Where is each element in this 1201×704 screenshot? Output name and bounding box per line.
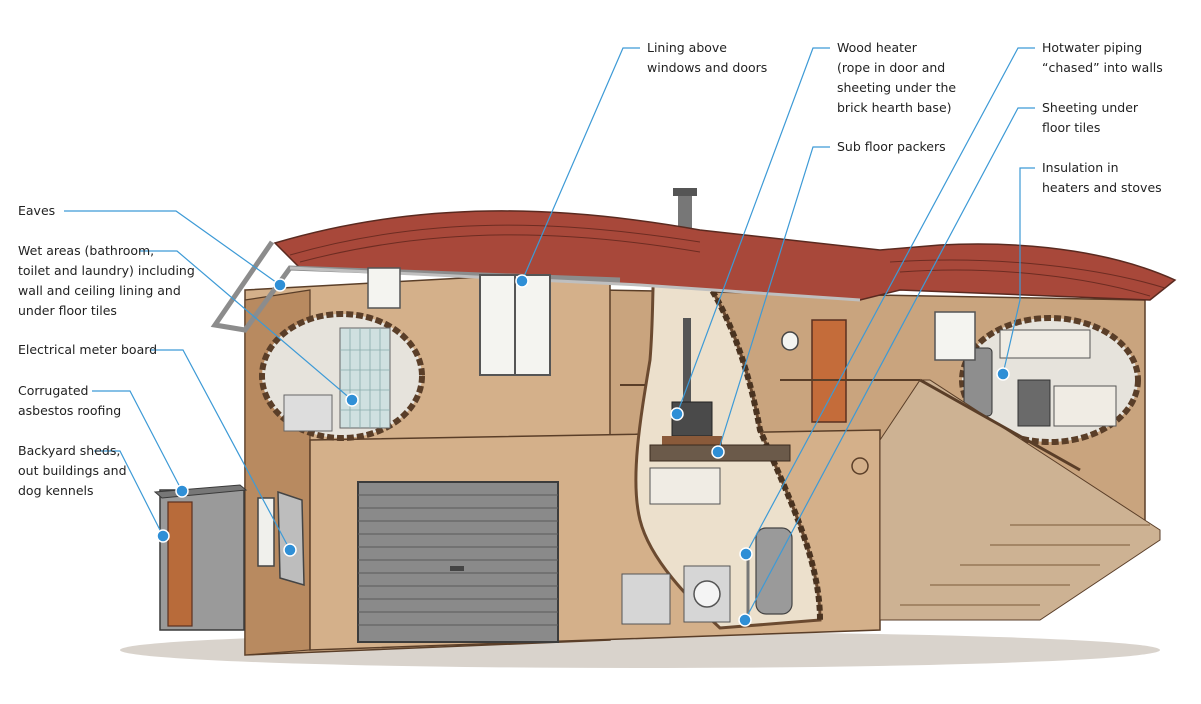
label-eaves: Eaves: [18, 203, 56, 218]
meter-board-open-door: [277, 490, 305, 587]
dot-sub-floor: [711, 445, 725, 459]
chimney-cap: [673, 188, 697, 196]
leader-lines: [64, 47, 1035, 621]
shower-screen: [339, 327, 391, 429]
leader-sheds: [94, 450, 164, 537]
washing-machine-door: [693, 580, 721, 608]
dot-lining: [515, 274, 529, 288]
garage-handle: [450, 566, 464, 571]
dot-insulation: [996, 367, 1010, 381]
label-hotwater: Hotwater piping “chased” into walls: [1042, 40, 1163, 75]
leader-lining: [521, 47, 640, 282]
dot-corrugated: [175, 484, 189, 498]
garage-door: [357, 481, 559, 643]
right-window: [934, 311, 976, 361]
garage-door-slats: [358, 494, 558, 626]
stair-treads: [900, 524, 1150, 606]
dot-sheds: [156, 529, 170, 543]
small-window: [367, 267, 401, 309]
callout-dots: [156, 274, 1010, 627]
leader-sheeting: [744, 107, 1035, 621]
label-sheeting: Sheeting under floor tiles: [1042, 100, 1139, 135]
dot-wet-areas: [345, 393, 359, 407]
leader-hotwater: [745, 47, 1035, 555]
leader-wood-heater: [676, 47, 830, 415]
shower-tiles: [340, 328, 390, 428]
label-insulation: Insulation in heaters and stoves: [1042, 160, 1162, 195]
right-round-window: [781, 331, 799, 351]
kitchen-lower-cabinets: [1053, 385, 1117, 427]
label-wood-heater: Wood heater (rope in door and sheeting u…: [837, 40, 957, 115]
leader-meter-board: [150, 349, 291, 551]
label-lining: Lining above windows and doors: [647, 40, 768, 75]
leader-corrugated: [92, 390, 183, 492]
leader-sub-floor: [717, 146, 830, 453]
vanity-unit: [283, 394, 333, 432]
right-door: [811, 319, 847, 423]
kitchen-stove: [1017, 379, 1051, 427]
kitchen-upper-cabinets: [999, 329, 1091, 359]
leader-eaves: [64, 210, 281, 286]
laundry-cabinets: [649, 467, 721, 505]
dot-hotwater: [739, 547, 753, 561]
leader-insulation: [1002, 167, 1035, 375]
meter-board-box: [257, 497, 275, 567]
dot-eaves: [273, 278, 287, 292]
label-meter-board: Electrical meter board: [18, 342, 158, 357]
hearth-base: [662, 436, 722, 446]
dot-wood-heater: [670, 407, 684, 421]
laundry-tub: [621, 573, 671, 625]
wood-heater-flue: [683, 318, 691, 408]
label-corrugated: Corrugated asbestos roofing: [18, 383, 122, 418]
round-vent: [851, 457, 869, 475]
dot-meter-board: [283, 543, 297, 557]
shed-door: [167, 501, 193, 627]
label-wet-areas: Wet areas (bathroom, toilet and laundry)…: [18, 243, 195, 318]
dot-sheeting: [738, 613, 752, 627]
eaves-fascia: [289, 266, 861, 302]
label-sub-floor: Sub floor packers: [837, 139, 946, 154]
leader-wet-areas: [139, 250, 353, 401]
balcony-railing: [620, 379, 920, 386]
roof-tile-lines: [289, 224, 1166, 297]
label-sheds: Backyard sheds, out buildings and dog ke…: [18, 443, 127, 498]
stair-rail: [919, 378, 1081, 472]
